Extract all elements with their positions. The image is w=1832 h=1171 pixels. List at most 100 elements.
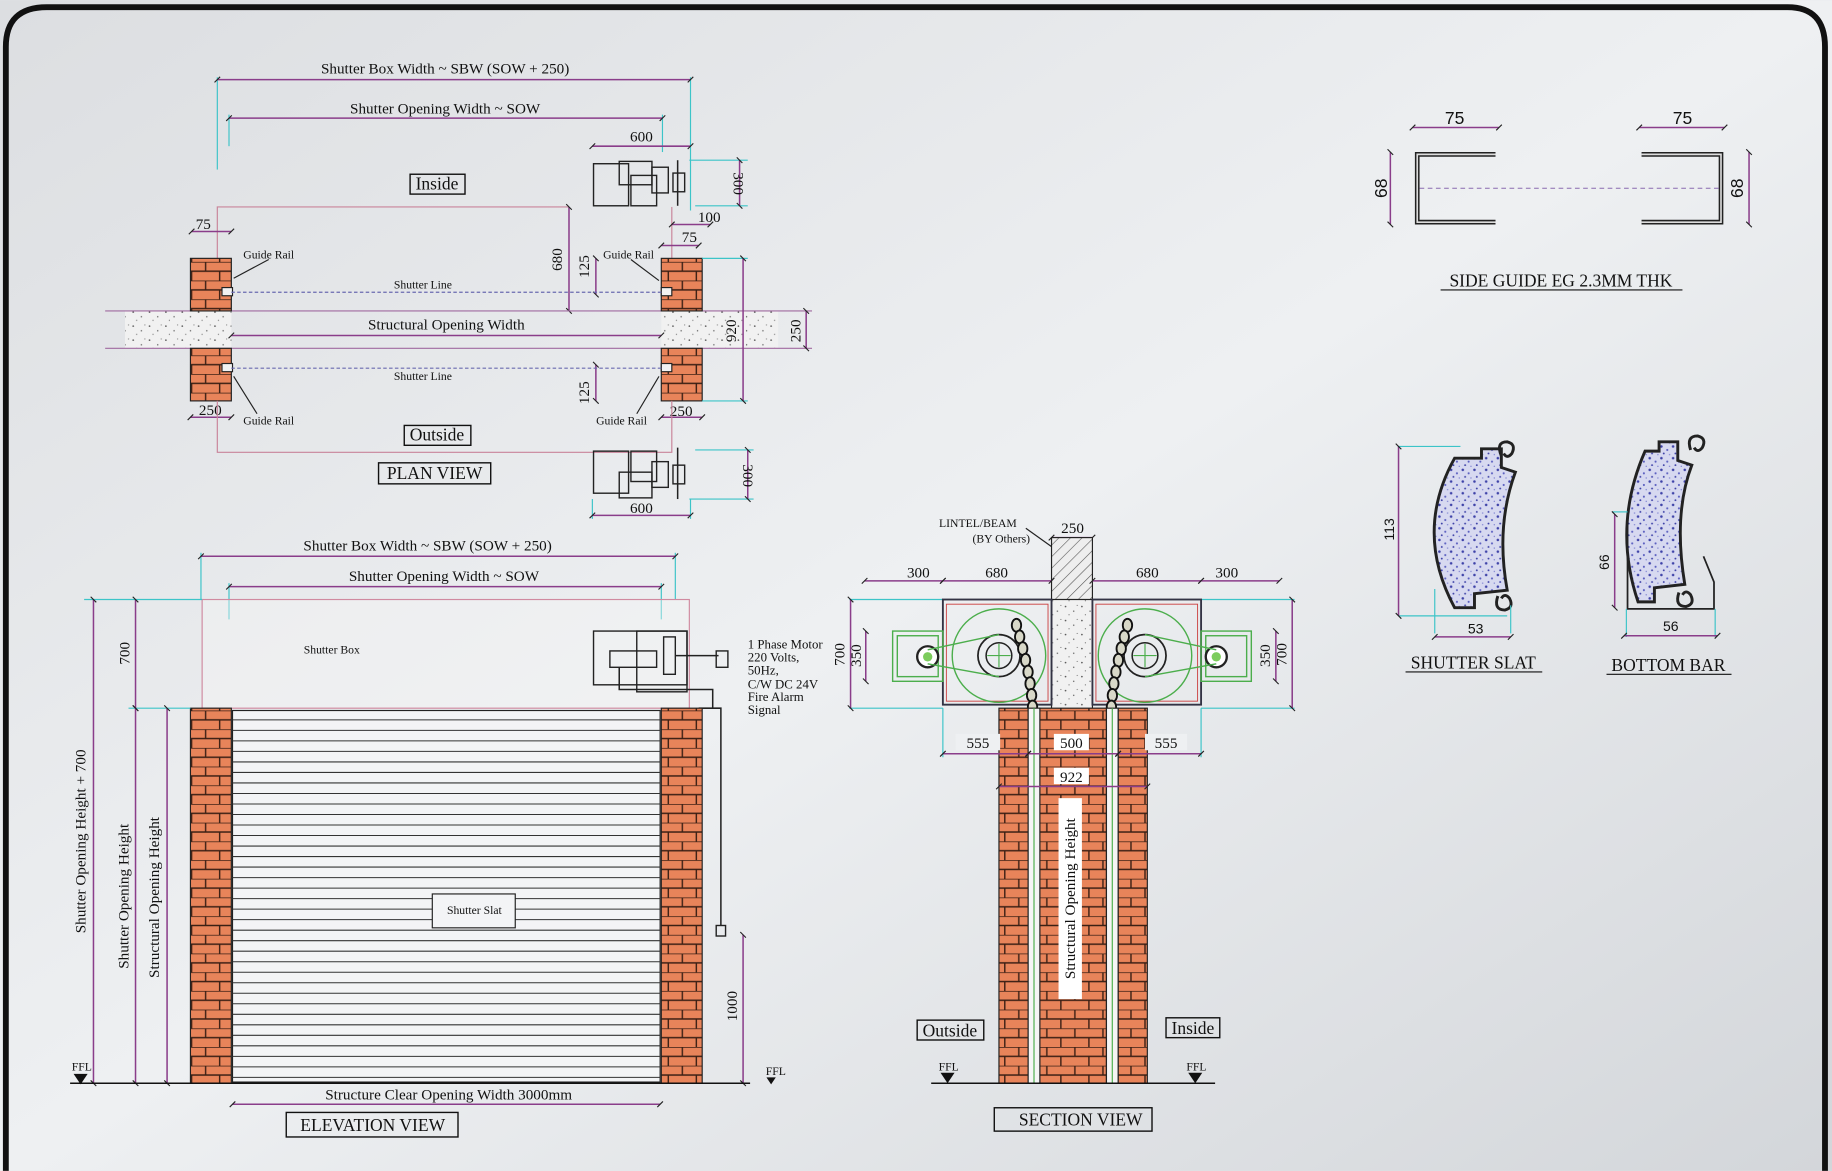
dim-922: 922 [1060, 769, 1083, 786]
section-view-title: SECTION VIEW [1019, 1109, 1143, 1129]
structural-opening-width-label: Structural Opening Width [368, 317, 525, 334]
ffl-marker-icon [766, 1077, 776, 1085]
dim-680: 680 [549, 248, 566, 271]
section-view: LINTEL/BEAM (BY Others) 250 300 680 680 … [832, 517, 1296, 1132]
lintel-label: LINTEL/BEAM [939, 517, 1017, 530]
lintel-label: (BY Others) [972, 532, 1030, 545]
sow-label: Shutter Opening Width ~ SOW [350, 100, 541, 117]
shutter-box-label: Shutter Box [304, 643, 360, 656]
dim-300-top: 300 [730, 172, 747, 195]
motor-spec-line: C/W DC 24V [748, 677, 819, 691]
motor-spec-line: 1 Phase Motor [748, 638, 824, 652]
shutter-slat-label: Shutter Slat [447, 904, 503, 917]
brick-column-right [660, 707, 703, 1084]
side-guide-width-left: 75 [1445, 108, 1464, 128]
bottom-bar-title: BOTTOM BAR [1611, 655, 1725, 675]
curtain-slat-link [1024, 676, 1036, 692]
dim-555-right: 555 [1155, 735, 1178, 752]
bottom-bar-height: 66 [1596, 554, 1612, 570]
inside-label: Inside [1171, 1018, 1214, 1038]
motor-spec-line: 220 Volts, [748, 650, 800, 664]
shutter-line-label: Shutter Line [394, 279, 452, 292]
brick-pillar [189, 347, 232, 402]
ffl-label: FFL [939, 1060, 959, 1073]
brick-pillar [660, 257, 703, 312]
side-guide-detail: 75 75 68 68 SIDE GUIDE EG 2.3MM THK [1371, 108, 1753, 291]
brick-column-left [189, 707, 232, 1084]
bottom-bar-detail: 66 56 BOTTOM BAR [1596, 434, 1732, 675]
dim-125-top: 125 [576, 255, 593, 278]
dim-300-right: 300 [1215, 564, 1238, 581]
sow-label: Shutter Opening Width ~ SOW [349, 568, 540, 585]
side-guide-title: SIDE GUIDE EG 2.3MM THK [1449, 270, 1672, 290]
side-guide-height-right: 68 [1727, 179, 1747, 198]
dim-250-left: 250 [199, 402, 222, 419]
dim-250-right-bottom: 250 [670, 403, 693, 420]
shutter-slat-detail: 113 53 SHUTTER SLAT [1381, 440, 1543, 673]
motor-plan-top [592, 160, 686, 207]
dim-700-right: 700 [1273, 643, 1290, 666]
plan-view: Shutter Box Width ~ SBW (SOW + 250) Shut… [105, 61, 813, 519]
motor-plan-bottom [592, 447, 686, 500]
brick-pillar [660, 347, 703, 402]
brick-wall [1117, 707, 1148, 1084]
outside-label: Outside [923, 1020, 978, 1040]
ffl-marker-icon [940, 1072, 955, 1084]
dim-125-bottom: 125 [576, 381, 593, 404]
motor-elevation [592, 630, 729, 709]
slat-height: 113 [1381, 518, 1397, 541]
bottom-bar-width: 56 [1663, 618, 1679, 634]
shutter-line-label: Shutter Line [394, 370, 452, 383]
motor-spec-line: Signal [748, 703, 781, 717]
dim-500: 500 [1060, 735, 1083, 752]
dim-300-left: 300 [907, 564, 930, 581]
dim-350-right: 350 [1257, 644, 1274, 667]
structural-height-label: Structural Opening Height [1062, 817, 1079, 979]
guide-rail-label: Guide Rail [596, 414, 648, 427]
plan-view-title: PLAN VIEW [387, 463, 483, 483]
dim-920: 920 [723, 319, 740, 342]
sbw-label: Shutter Box Width ~ SBW (SOW + 250) [303, 537, 551, 554]
ffl-label: FFL [1186, 1060, 1206, 1073]
inside-label: Inside [416, 173, 459, 193]
dim-700: 700 [117, 641, 134, 664]
dim-350-left: 350 [848, 644, 865, 667]
lintel-beam [1050, 537, 1094, 601]
inside-label-box [409, 173, 466, 195]
soh-plus-700-label: Shutter Opening Height + 700 [72, 749, 89, 933]
dim-75-left: 75 [196, 216, 211, 233]
ffl-label: FFL [766, 1065, 786, 1078]
ffl-label: FFL [72, 1060, 92, 1073]
dim-250: 250 [1061, 520, 1084, 537]
dim-600-top: 600 [630, 129, 653, 146]
dim-600-bottom: 600 [630, 500, 653, 517]
clear-width-label: Structure Clear Opening Width 3000mm [325, 1087, 572, 1104]
dim-1000: 1000 [724, 991, 741, 1022]
elevation-view-title: ELEVATION VIEW [300, 1115, 445, 1135]
dim-250-right: 250 [787, 319, 804, 342]
guide-rail-label: Guide Rail [603, 248, 655, 261]
concrete-column [1050, 598, 1094, 710]
sbw-label: Shutter Box Width ~ SBW (SOW + 250) [321, 61, 569, 78]
structural-height-label: Structural Opening Height [146, 816, 163, 978]
dim-700-left: 700 [832, 643, 849, 666]
sheet-frame [2, 4, 1828, 1171]
guide-rail-label: Guide Rail [243, 414, 295, 427]
side-guide-width-right: 75 [1673, 108, 1692, 128]
dim-555-left: 555 [967, 735, 990, 752]
soh-label: Shutter Opening Height [116, 823, 133, 969]
curtain-slat-link [1108, 676, 1120, 692]
dim-75-right: 75 [682, 229, 697, 246]
dim-680-right: 680 [1136, 564, 1159, 581]
elevation-view: Shutter Box Width ~ SBW (SOW + 250) Shut… [70, 537, 824, 1138]
shutter-box [201, 598, 690, 709]
dim-680-left: 680 [985, 564, 1008, 581]
ffl-marker-icon [73, 1073, 88, 1085]
outside-label: Outside [410, 425, 465, 445]
slat-width: 53 [1468, 620, 1484, 636]
dim-300-bottom: 300 [739, 464, 756, 487]
ffl-marker-icon [1188, 1072, 1203, 1084]
brick-pillar [189, 257, 232, 312]
guide-rail-label: Guide Rail [243, 248, 295, 261]
